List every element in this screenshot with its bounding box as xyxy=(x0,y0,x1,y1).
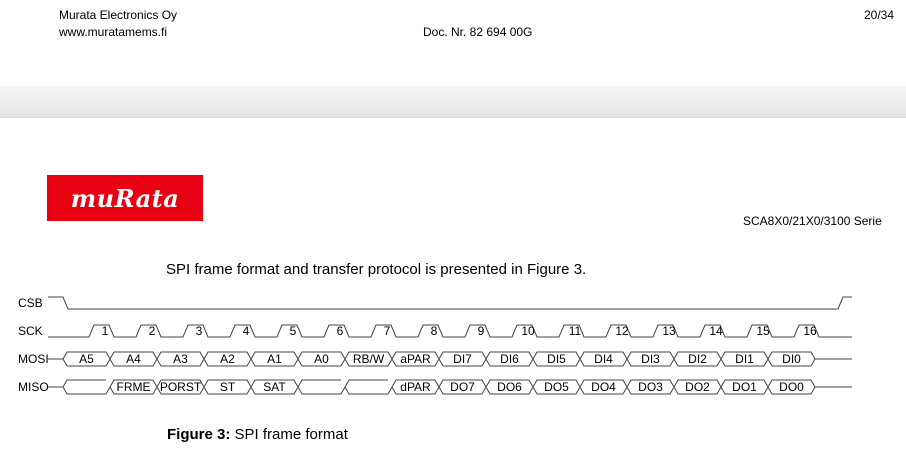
mosi-bit-label: A5 xyxy=(79,352,94,366)
sck-cycle-15: 15 xyxy=(756,324,770,338)
mosi-bit-label: DI5 xyxy=(547,352,566,366)
miso-bit-label: DO5 xyxy=(544,380,569,394)
mosi-bit-label: DI1 xyxy=(735,352,754,366)
sck-cycle-7: 7 xyxy=(384,324,391,338)
miso-blank-cell xyxy=(344,379,393,395)
mosi-bit-label: DI6 xyxy=(500,352,519,366)
mosi-bit-label: DI4 xyxy=(594,352,613,366)
sck-cycle-11: 11 xyxy=(569,324,582,338)
sck-cycle-3: 3 xyxy=(196,324,203,338)
miso-bit-label: FRME xyxy=(117,380,151,394)
company-name: Murata Electronics Oy xyxy=(59,8,178,22)
miso-bit-label: DO0 xyxy=(779,380,804,394)
page-break-gap xyxy=(0,86,906,118)
miso-bit-label: ST xyxy=(220,380,236,394)
document-number: Doc. Nr. 82 694 00G xyxy=(423,25,533,39)
sck-cycle-9: 9 xyxy=(478,324,485,338)
mosi-bit-label: A2 xyxy=(220,352,235,366)
miso-bit-label: DO7 xyxy=(450,380,475,394)
signal-label-mosi: MOSI xyxy=(18,352,49,366)
miso-blank-cell xyxy=(297,379,346,395)
product-series: SCA8X0/21X0/3100 Serie xyxy=(743,214,882,228)
sck-cycle-4: 4 xyxy=(243,324,250,338)
sck-cycle-1: 1 xyxy=(102,324,109,338)
mosi-bit-label: DI2 xyxy=(688,352,707,366)
signal-label-csb: CSB xyxy=(18,296,43,310)
miso-blank-cell xyxy=(62,379,111,395)
mosi-bit-label: A4 xyxy=(126,352,141,366)
sck-cycle-12: 12 xyxy=(615,324,629,338)
murata-logo: muRata xyxy=(47,175,203,221)
sck-cycle-5: 5 xyxy=(290,324,297,338)
sck-waveform xyxy=(48,324,852,338)
sck-cycle-14: 14 xyxy=(709,324,723,338)
miso-bit-label: dPAR xyxy=(400,380,431,394)
csb-waveform xyxy=(48,296,852,310)
miso-bit-label: PORST xyxy=(160,380,202,394)
mosi-bit-label: RB/W xyxy=(353,352,385,366)
figure-label: Figure 3: xyxy=(167,426,231,443)
mosi-bit-label: DI0 xyxy=(782,352,801,366)
miso-bit-label: DO4 xyxy=(591,380,616,394)
figure-caption-text: SPI frame format xyxy=(230,426,348,443)
miso-bit-label: SAT xyxy=(263,380,286,394)
sck-cycle-2: 2 xyxy=(149,324,156,338)
logo-text: muRata xyxy=(70,183,180,213)
sck-cycle-10: 10 xyxy=(521,324,535,338)
figure-caption: Figure 3: SPI frame format xyxy=(167,426,348,443)
mosi-bit-label: A3 xyxy=(173,352,188,366)
mosi-bit-label: A1 xyxy=(267,352,282,366)
intro-paragraph: SPI frame format and transfer protocol i… xyxy=(166,261,587,278)
sck-cycle-8: 8 xyxy=(431,324,438,338)
miso-bit-label: DO3 xyxy=(638,380,663,394)
page-number: 20/34 xyxy=(864,8,895,22)
sck-cycle-16: 16 xyxy=(803,324,817,338)
mosi-bit-label: DI7 xyxy=(453,352,472,366)
company-website[interactable]: www.muratamems.fi xyxy=(59,25,168,39)
miso-bit-label: DO2 xyxy=(685,380,710,394)
mosi-bit-label: A0 xyxy=(314,352,329,366)
signal-label-sck: SCK xyxy=(18,324,43,338)
mosi-bit-label: DI3 xyxy=(641,352,660,366)
sck-cycle-6: 6 xyxy=(337,324,344,338)
sck-cycle-13: 13 xyxy=(662,324,676,338)
miso-bit-label: DO1 xyxy=(732,380,757,394)
signal-label-miso: MISO xyxy=(18,380,49,394)
mosi-bit-label: aPAR xyxy=(400,352,431,366)
miso-bit-label: DO6 xyxy=(497,380,522,394)
